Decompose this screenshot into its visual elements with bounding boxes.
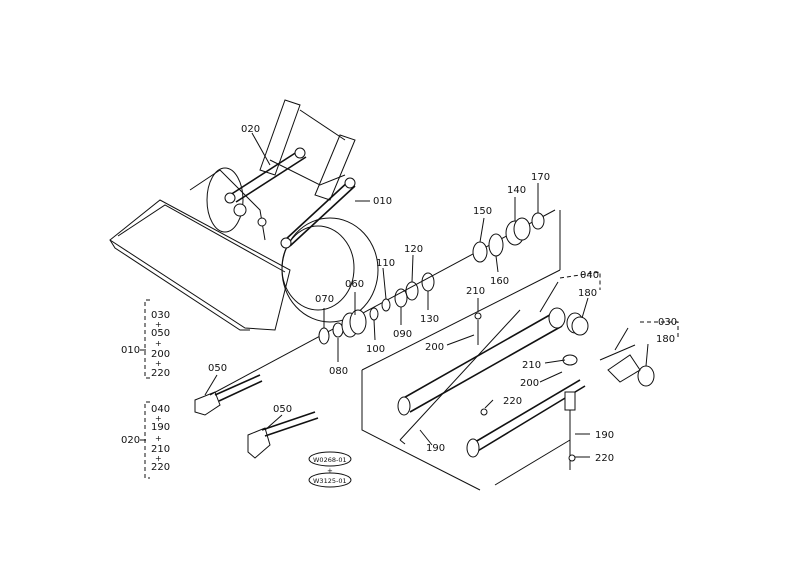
callouts: 020 010 060 070 080 100 110 090 120 130 … [208,124,677,464]
callout-190b: 190 [595,430,614,441]
callout-120: 120 [404,244,423,255]
cylinder-020-exploded [361,210,655,491]
legend-020-item-3: 210 [151,444,170,455]
legend-020-item-1: 040 [151,404,170,415]
callout-220a: 220 [503,396,522,407]
callout-020: 020 [241,124,260,135]
callout-050a: 050 [208,363,227,374]
callout-200b: 200 [520,378,539,389]
svg-text:+: + [155,320,162,329]
callout-200a: 200 [425,342,444,353]
stamp-bottom: W3125-01 [313,477,347,485]
callout-090: 090 [393,329,412,340]
callout-160: 160 [490,276,509,287]
svg-text:+: + [155,434,162,443]
svg-text:+: + [155,414,162,423]
callout-170: 170 [531,172,550,183]
legend-010-item-4: 220 [151,368,170,379]
callout-110: 110 [376,258,395,269]
callout-030: 030 [658,317,677,328]
callout-040: 040 [580,270,599,281]
callout-010: 010 [373,196,392,207]
legend-group-020: 020 040 190 210 220 + + + [121,401,170,479]
callout-220b: 220 [595,453,614,464]
stamp-top: W0268-01 [313,456,347,464]
loader-assembly [109,99,379,331]
legend-020-item-4: 220 [151,462,170,473]
legend-010-label: 010 [121,345,140,356]
callout-150: 150 [473,206,492,217]
callout-080: 080 [329,366,348,377]
svg-text:+: + [155,339,162,348]
legend-group-010: 010 030 050 200 220 + + + [121,299,170,379]
callout-140: 140 [507,185,526,196]
legend-010-item-2: 050 [151,328,170,339]
svg-text:+: + [327,467,333,475]
callout-180a: 180 [578,288,597,299]
legend-020-label: 020 [121,435,140,446]
callout-100: 100 [366,344,385,355]
callout-130: 130 [420,314,439,325]
callout-210a: 210 [466,286,485,297]
cylinder-010-exploded [194,209,556,459]
legend-020-item-2: 190 [151,422,170,433]
svg-text:+: + [155,359,162,368]
svg-text:+: + [155,454,162,463]
callout-190a: 190 [426,443,445,454]
callout-210b: 210 [522,360,541,371]
legend-010-item-3: 200 [151,349,170,360]
callout-180b: 180 [656,334,675,345]
callout-060: 060 [345,279,364,290]
leader-lines [204,132,679,458]
legend-010-item-1: 030 [151,310,170,321]
callout-050b: 050 [273,404,292,415]
reference-stamps: W0268-01 + W3125-01 [308,451,352,488]
callout-070: 070 [315,294,334,305]
